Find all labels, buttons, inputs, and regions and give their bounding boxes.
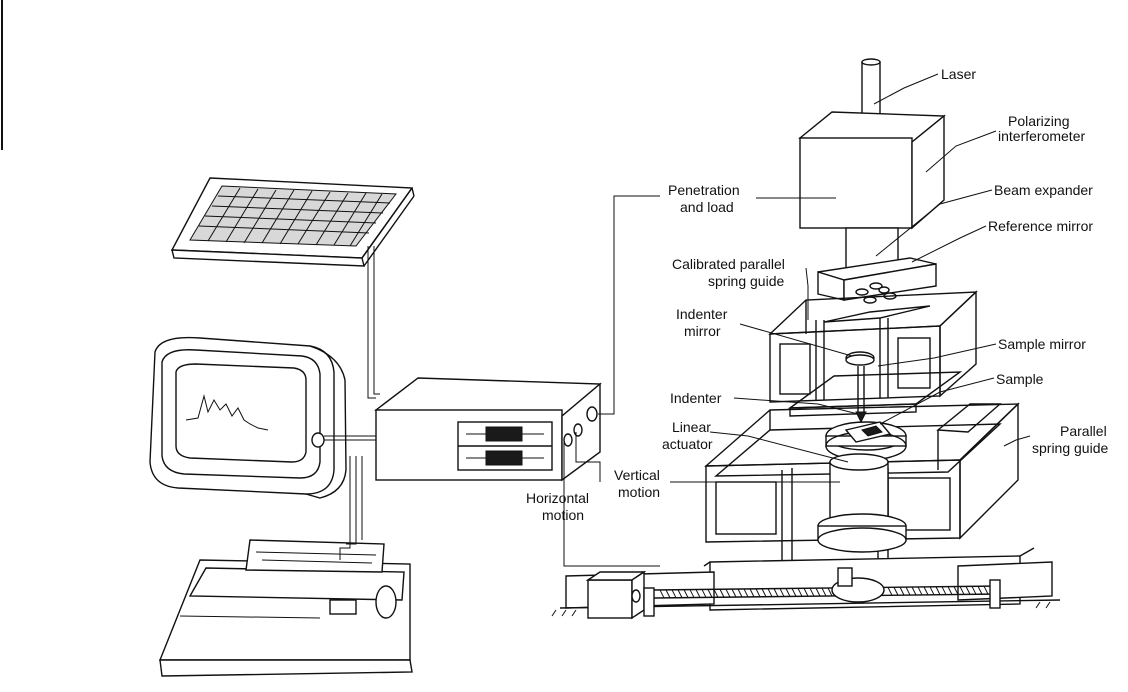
label-spring-guide-lower: spring guide xyxy=(1032,440,1108,456)
label-interferometer: interferometer xyxy=(998,128,1085,144)
label-calibrated-parallel: Calibrated parallel xyxy=(672,256,785,272)
polarizing-interferometer xyxy=(800,112,944,228)
label-penetration: Penetration xyxy=(668,182,740,198)
controller-unit xyxy=(376,378,600,480)
label-vertical: Vertical xyxy=(614,467,660,483)
label-reference-mirror: Reference mirror xyxy=(988,218,1093,234)
label-sample: Sample xyxy=(996,371,1044,387)
label-sample-mirror: Sample mirror xyxy=(998,336,1086,352)
label-parallel: Parallel xyxy=(1060,423,1107,439)
label-horizontal-motion: motion xyxy=(542,507,584,523)
keyboard-icon xyxy=(172,178,414,266)
monitor-icon xyxy=(150,338,346,498)
label-indenter-mirror-1: Indenter xyxy=(676,306,728,322)
label-beam-expander: Beam expander xyxy=(994,182,1093,198)
label-linear: Linear xyxy=(672,419,711,435)
label-actuator: actuator xyxy=(662,436,713,452)
label-laser: Laser xyxy=(941,66,976,82)
label-polarizing: Polarizing xyxy=(1008,113,1069,129)
label-indenter: Indenter xyxy=(670,390,722,406)
label-vertical-motion: motion xyxy=(618,484,660,500)
calibrated-parallel-spring-guide xyxy=(770,258,976,422)
label-horizontal: Horizontal xyxy=(526,490,589,506)
label-spring-guide-upper: spring guide xyxy=(708,273,784,289)
printer-icon xyxy=(160,540,412,676)
linear-actuator xyxy=(818,454,906,552)
label-and-load: and load xyxy=(680,199,734,215)
label-indenter-mirror-2: mirror xyxy=(684,323,721,339)
